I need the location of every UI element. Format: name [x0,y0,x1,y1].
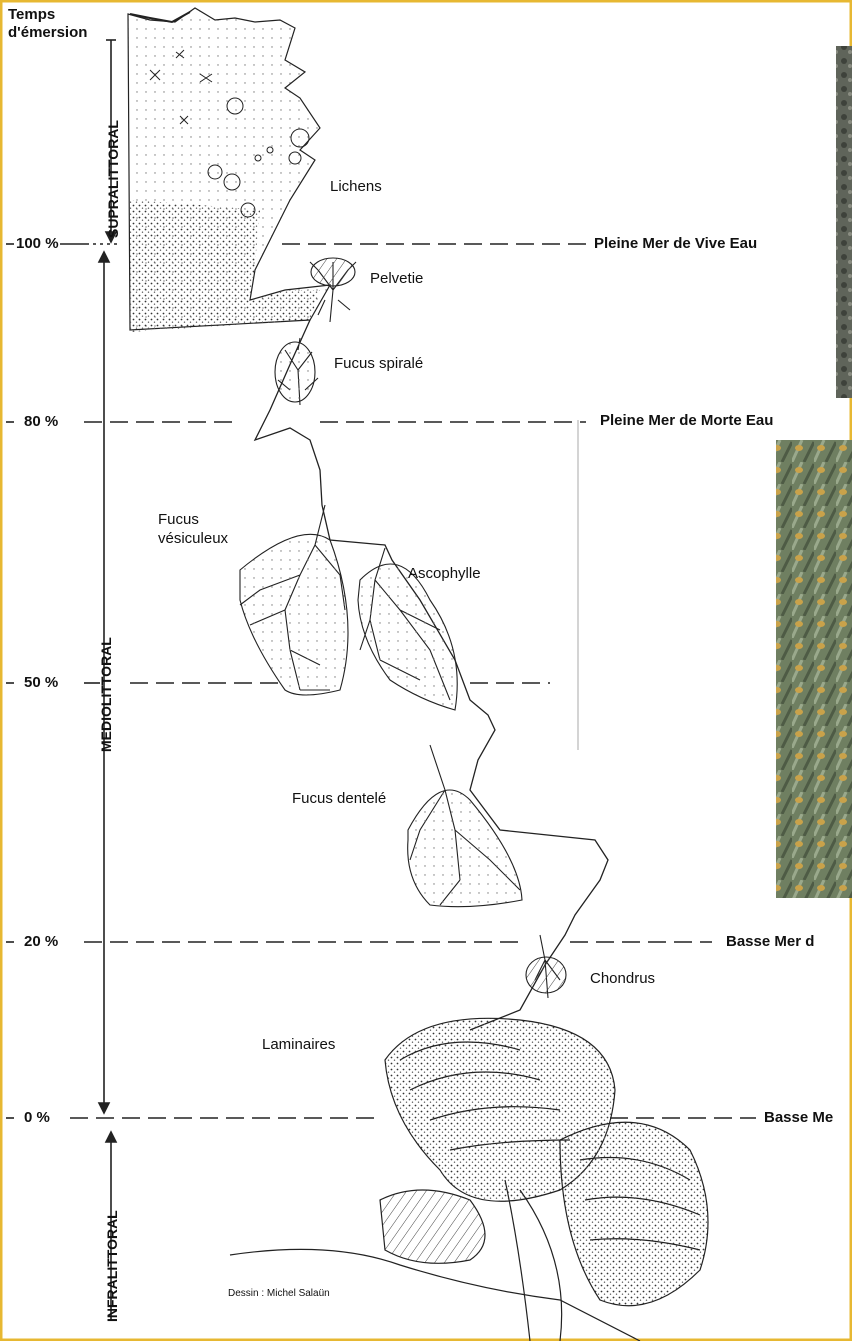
seaweed-photo [776,440,852,898]
label-fucus-vesiculeux-line1: Fucus [158,510,228,529]
rock-photo [836,46,852,398]
rock-supralittoral-dense [130,200,320,332]
label-chondrus: Chondrus [590,970,655,987]
label-lichens: Lichens [330,178,382,195]
percent-20: 20 % [24,933,58,950]
percent-0: 0 % [24,1109,50,1126]
tide-pleine-mer-morte-eau: Pleine Mer de Morte Eau [600,412,773,429]
label-laminaires: Laminaires [262,1036,335,1053]
title-line-1: Temps [8,6,87,24]
label-fucus-spirale: Fucus spiralé [334,355,423,372]
label-fucus-vesiculeux-line2: vésiculeux [158,529,228,548]
zone-infralittoral: INFRALITTORAL [104,1210,120,1322]
fucus-vesiculeux-drawing [240,505,348,695]
zone-mediolittoral: MEDIOLITTORAL [98,637,114,752]
drawing-credit: Dessin : Michel Salaün [228,1288,330,1299]
label-fucus-vesiculeux: Fucus vésiculeux [158,510,228,548]
label-pelvetie: Pelvetie [370,270,423,287]
zone-supralittoral: SUPRALITTORAL [105,120,121,238]
chondrus-drawing [526,935,566,998]
tide-pleine-mer-vive-eau: Pleine Mer de Vive Eau [594,235,757,252]
tide-basse-mer-vive-eau: Basse Me [764,1109,833,1126]
percent-100: 100 % [16,235,59,252]
fucus-spirale-drawing [275,338,318,405]
title-line-2: d'émersion [8,24,87,42]
percent-80: 80 % [24,413,58,430]
percent-50: 50 % [24,674,58,691]
emersion-time-title: Temps d'émersion [8,6,87,42]
fucus-dentele-drawing [408,745,522,907]
tide-basse-mer-morte-eau: Basse Mer d [726,933,814,950]
label-ascophylle: Ascophylle [408,565,481,582]
label-fucus-dentele: Fucus dentelé [292,790,386,807]
